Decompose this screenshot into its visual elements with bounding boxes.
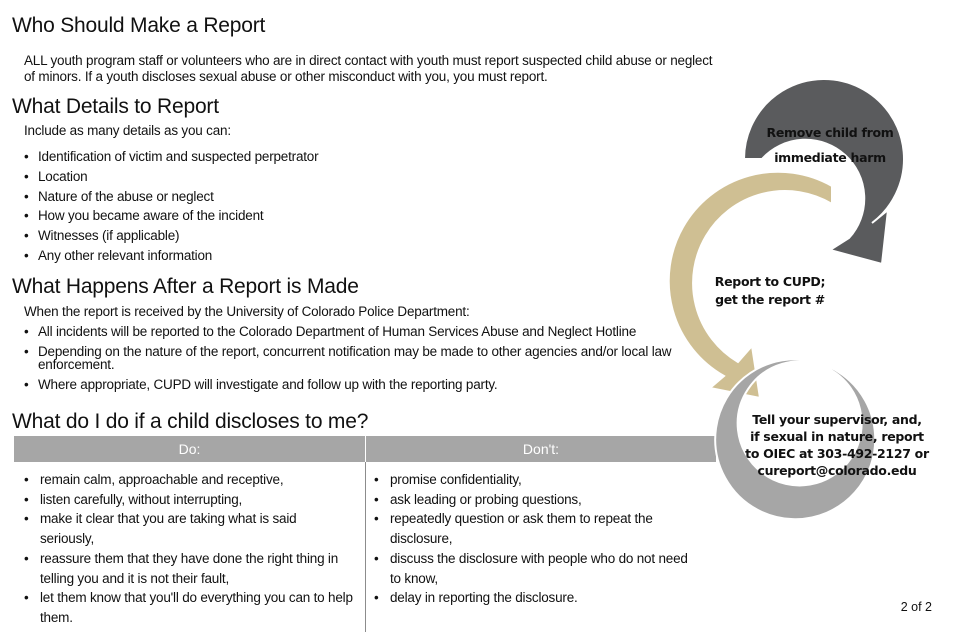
step1-line1: Remove child from — [766, 125, 894, 140]
step2-line2: get the report # — [715, 292, 825, 307]
list-item: remain calm, approachable and receptive, — [18, 470, 358, 490]
step3-line1: Tell your supervisor, and, — [752, 412, 922, 427]
list-item: discuss the disclosure with people who d… — [368, 549, 690, 588]
heading-what-details: What Details to Report — [12, 95, 219, 118]
step3-line4: cureport@colorado.edu — [757, 463, 917, 478]
who-should-report-text: ALL youth program staff or volunteers wh… — [24, 53, 774, 85]
after-intro: When the report is received by the Unive… — [24, 304, 470, 319]
list-item: Identification of victim and suspected p… — [24, 147, 319, 167]
list-item: listen carefully, without interrupting, — [18, 490, 358, 510]
cycle-arc-3-gap — [744, 400, 774, 420]
page-number: 2 of 2 — [900, 600, 932, 614]
heading-what-happens: What Happens After a Report is Made — [12, 275, 359, 298]
list-item: Depending on the nature of the report, c… — [24, 344, 678, 372]
list-item: promise confidentiality, — [368, 470, 708, 490]
do-list: remain calm, approachable and receptive,… — [18, 470, 358, 628]
list-item: delay in reporting the disclosure. — [368, 588, 708, 608]
column-divider — [365, 462, 366, 632]
details-intro: Include as many details as you can: — [24, 123, 231, 138]
dont-header: Don't: — [366, 436, 716, 462]
list-item: Witnesses (if applicable) — [24, 226, 318, 246]
step3-line3: to OIEC at 303-492-2127 or — [745, 446, 929, 461]
details-list: Identification of victim and suspected p… — [24, 147, 319, 266]
do-header: Do: — [14, 436, 365, 462]
who-text-line-2: of minors. If a youth discloses sexual a… — [24, 69, 548, 84]
list-item: Any other relevant information — [24, 246, 318, 266]
who-text-line-1: ALL youth program staff or volunteers wh… — [24, 53, 713, 68]
cycle-arc-3 — [714, 358, 877, 521]
list-item: Nature of the abuse or neglect — [24, 187, 318, 207]
step2-line1: Report to CUPD; — [714, 274, 826, 289]
list-item: Where appropriate, CUPD will investigate… — [24, 377, 674, 392]
cycle-step-3-label: Tell your supervisor, and, if sexual in … — [742, 411, 932, 479]
list-item: All incidents will be reported to the Co… — [24, 325, 648, 339]
cycle-arc-1 — [742, 78, 905, 266]
cycle-step-1-label: Remove child from immediate harm — [760, 120, 900, 170]
after-list: All incidents will be reported to the Co… — [24, 325, 674, 397]
list-item: ask leading or probing questions, — [368, 490, 708, 510]
heading-who-should-report: Who Should Make a Report — [12, 14, 266, 37]
step1-line2: immediate harm — [774, 150, 886, 165]
reporting-cycle-diagram — [667, 78, 905, 521]
list-item: let them know that you'll do everything … — [18, 588, 358, 627]
list-item: Location — [24, 167, 318, 187]
list-item: reassure them that they have done the ri… — [18, 549, 358, 588]
step3-line2: if sexual in nature, report — [750, 429, 924, 444]
heading-child-discloses: What do I do if a child discloses to me? — [12, 410, 369, 433]
list-item: make it clear that you are taking what i… — [18, 509, 330, 548]
list-item: How you became aware of the incident — [24, 206, 318, 226]
cycle-step-2-label: Report to CUPD; get the report # — [710, 273, 830, 309]
dont-list: promise confidentiality, ask leading or … — [368, 470, 708, 608]
cycle-arc-2 — [667, 170, 833, 400]
do-dont-table: Do: Don't: remain calm, approachable and… — [14, 436, 716, 632]
list-item: repeatedly question or ask them to repea… — [368, 509, 690, 548]
header-divider — [365, 436, 366, 462]
